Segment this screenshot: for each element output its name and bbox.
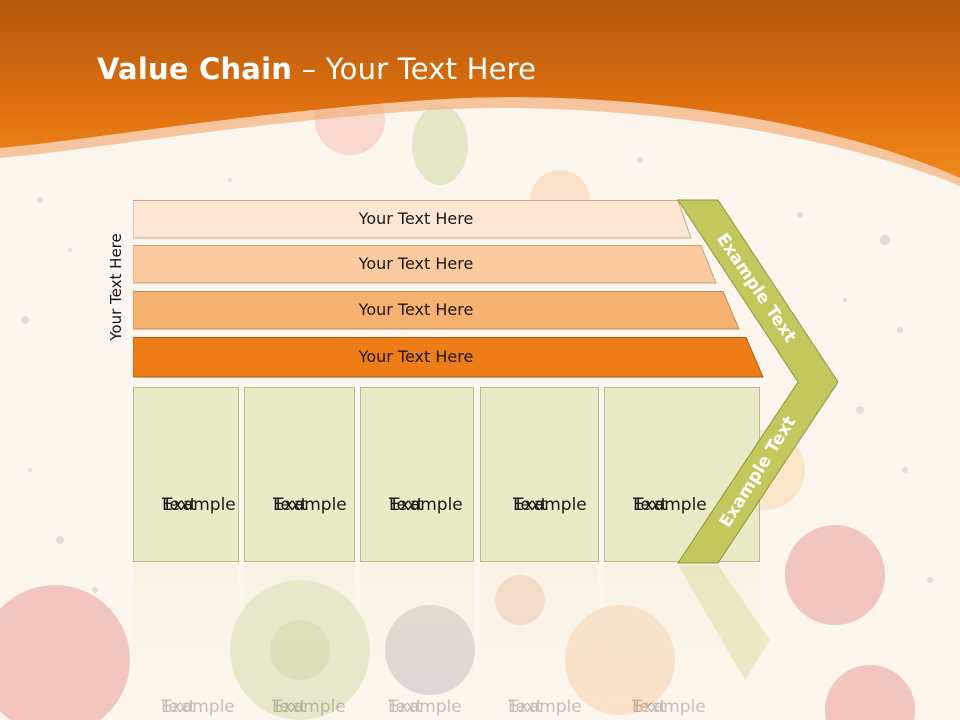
title-bold: Value Chain bbox=[97, 52, 293, 86]
column-line1: Example bbox=[633, 495, 707, 515]
column-line1: Example bbox=[273, 495, 347, 515]
row-label: Your Text Here bbox=[358, 347, 474, 366]
column-line2: Text bbox=[273, 495, 308, 515]
row-shape bbox=[133, 337, 764, 378]
slide-title: Value Chain – Your Text Here bbox=[97, 52, 536, 86]
column-line1: Example bbox=[389, 495, 463, 515]
row-shape bbox=[133, 200, 692, 239]
title-rest: – Your Text Here bbox=[292, 52, 537, 86]
row-shape bbox=[133, 291, 740, 330]
row-label: Your Text Here bbox=[358, 209, 474, 228]
column-line2: Text bbox=[162, 495, 197, 515]
row-label: Your Text Here bbox=[358, 254, 474, 273]
chevron-shape bbox=[677, 199, 839, 564]
column-line2: Text bbox=[633, 495, 668, 515]
fruit-decoration bbox=[0, 85, 915, 720]
column-line1: Example bbox=[162, 495, 236, 515]
row-label: Your Text Here bbox=[358, 300, 474, 319]
row-shape bbox=[133, 245, 717, 284]
column-line2: Text bbox=[389, 495, 424, 515]
column-line1: Example bbox=[513, 495, 587, 515]
column-line2: Text bbox=[513, 495, 548, 515]
